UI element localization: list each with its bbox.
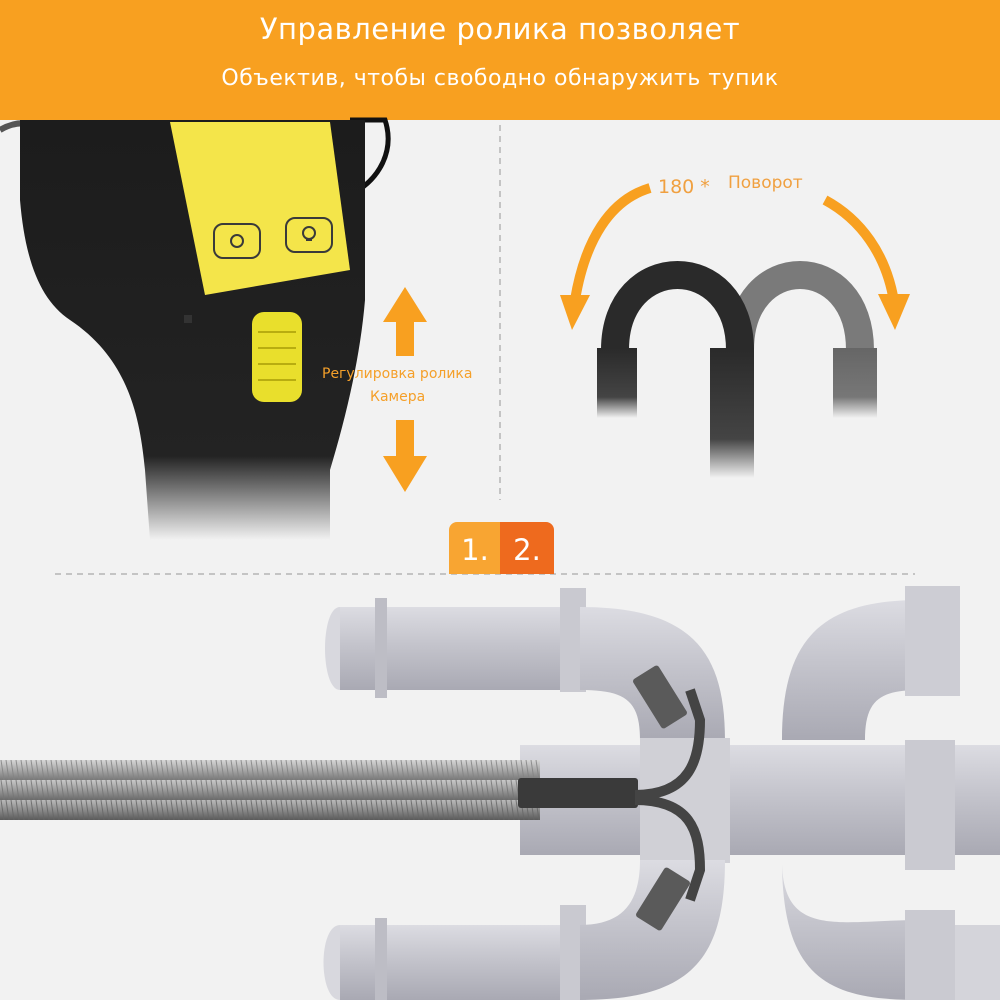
rotation-arrow-icon [560, 183, 910, 330]
camera-head-sleeve [518, 778, 638, 808]
camera-label: Камера [370, 389, 426, 405]
roller-adjust-label: Регулировка ролика [322, 366, 473, 382]
camera-head-bent-gray [726, 261, 877, 418]
probe-bend-down [634, 795, 706, 931]
camera-icon [213, 223, 261, 259]
camera-head-bent-black [597, 261, 754, 478]
camera-roller-wheel [252, 312, 302, 402]
banner-title: Управление ролика позволяет [259, 12, 741, 46]
step-1-badge: 1. [449, 522, 501, 574]
probe-bend-up [633, 665, 706, 800]
rotation-degrees-label: 180 * [658, 176, 710, 198]
inspection-camera-device [0, 117, 391, 540]
up-down-arrow-icon [383, 287, 427, 492]
light-bulb-icon [285, 217, 333, 253]
step-2-badge: 2. [500, 522, 554, 574]
header-banner: Управление ролика позволяет Объектив, чт… [0, 0, 1000, 120]
rotation-label: Поворот [728, 173, 803, 193]
banner-subtitle: Объектив, чтобы свободно обнаружить тупи… [221, 66, 779, 91]
